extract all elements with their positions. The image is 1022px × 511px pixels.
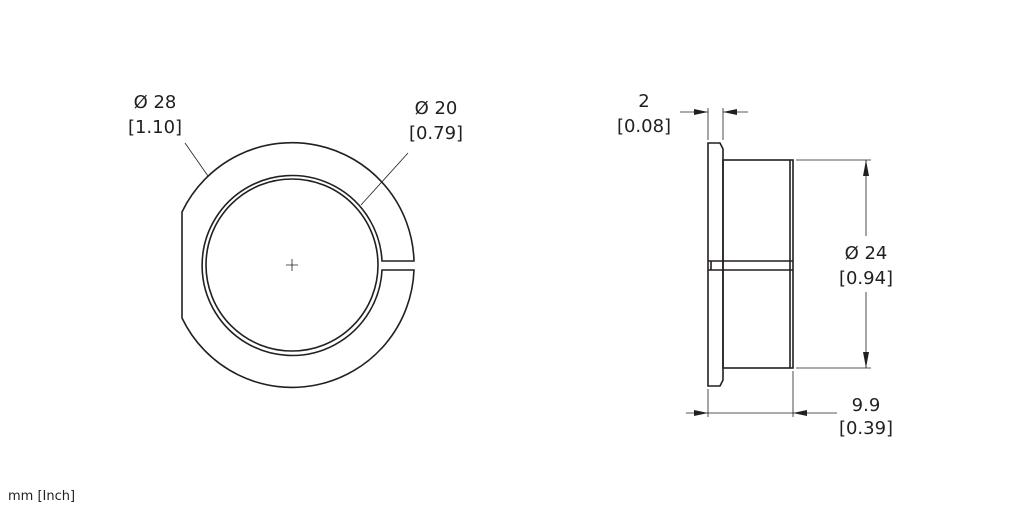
outer-diameter-inch: [1.10] [128, 117, 182, 138]
body-diameter-inch: [0.94] [839, 268, 893, 289]
body [722, 159, 794, 369]
outer-diameter-mm: Ø 28 [134, 92, 177, 113]
body-diameter-mm: Ø 24 [845, 243, 888, 264]
arrowhead [863, 160, 869, 176]
flange-thickness-dimension [680, 108, 748, 140]
front-view: Ø 28 [1.10] Ø 20 [0.79] [128, 92, 463, 389]
flange-thickness-inch: [0.08] [617, 116, 671, 137]
arrowhead [723, 109, 737, 115]
length-mm: 9.9 [852, 395, 881, 416]
units-label: mm [Inch] [8, 489, 75, 504]
bushing-inner-bore [205, 178, 379, 352]
length-inch: [0.39] [839, 418, 893, 439]
center-mark [286, 259, 298, 271]
arrowhead [694, 410, 708, 416]
arrowhead [863, 352, 869, 368]
arrowhead [694, 109, 708, 115]
slot [708, 260, 793, 271]
inner-diameter-inch: [0.79] [409, 123, 463, 144]
length-dimension [686, 371, 837, 417]
outer-diameter-leader [184, 142, 209, 177]
flange [707, 142, 724, 387]
inner-diameter-leader [360, 152, 409, 206]
bushing-outer-profile [181, 141, 415, 389]
inner-diameter-mm: Ø 20 [415, 98, 458, 119]
side-view: 2 [0.08] Ø 24 [0.94] 9.9 [0.39] [617, 91, 893, 439]
arrowhead [793, 410, 807, 416]
body-diameter-dimension [796, 159, 871, 369]
flange-thickness-mm: 2 [638, 91, 649, 112]
